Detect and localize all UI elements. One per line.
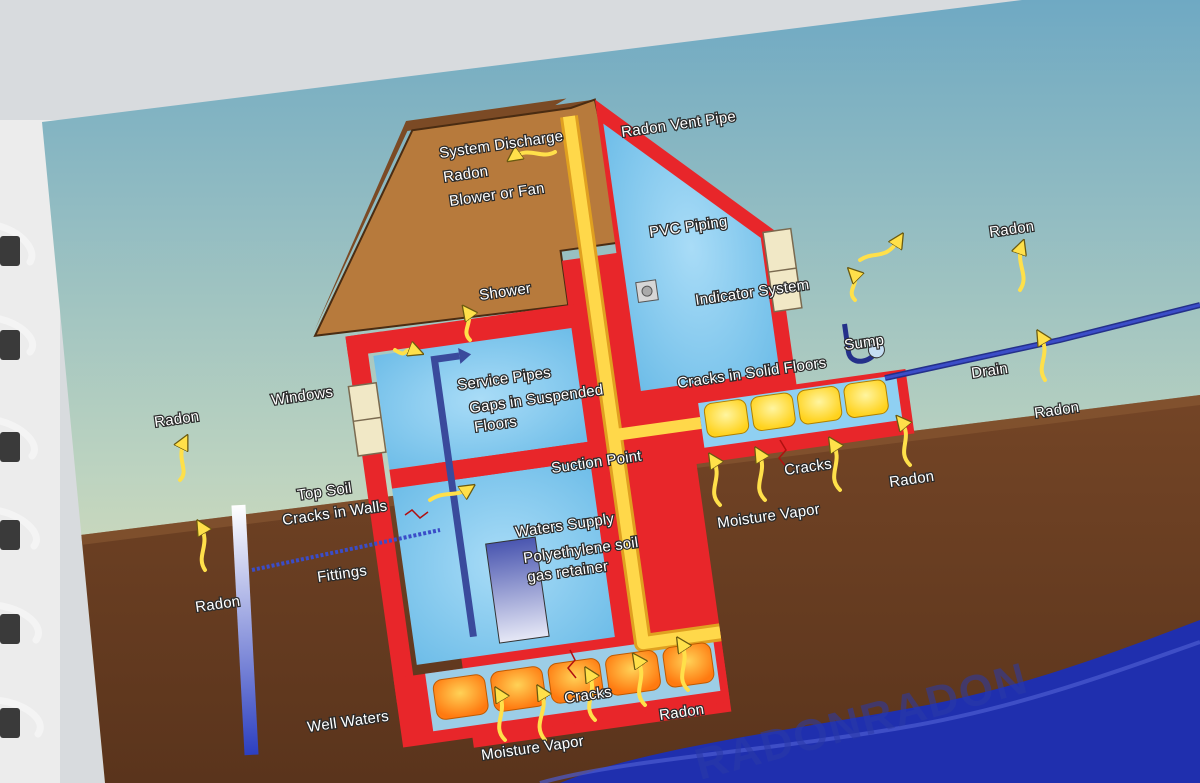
radon-diagram: RADONRADON [0, 0, 1200, 783]
